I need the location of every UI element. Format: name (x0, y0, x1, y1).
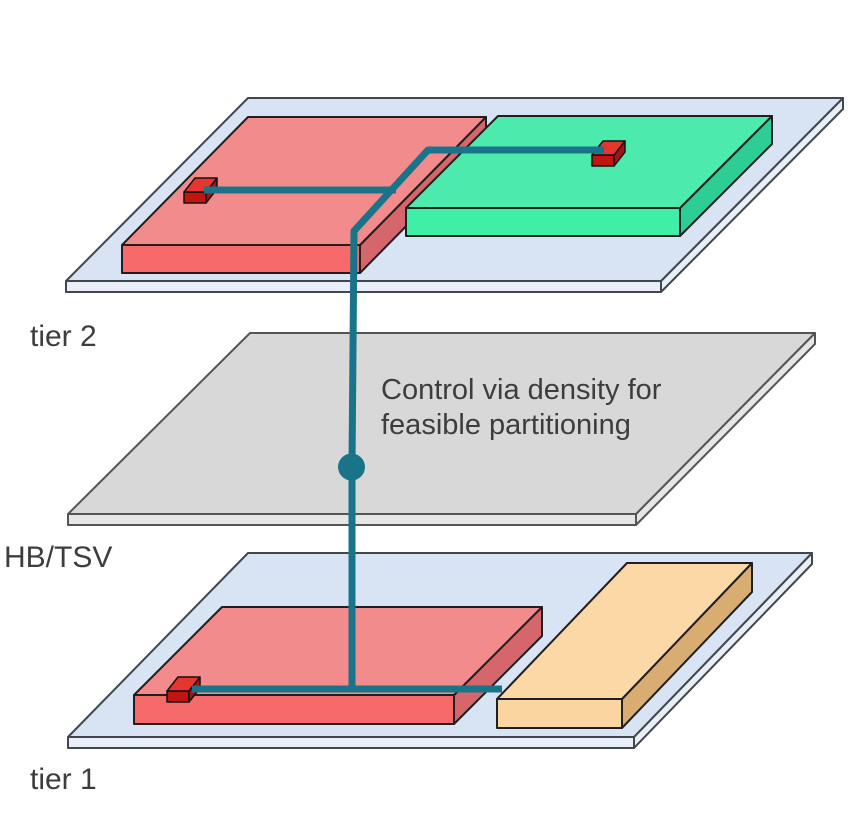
tier2-red-block-front-face (121, 244, 361, 274)
tier1-substrate-front-edge (67, 736, 635, 749)
tier2-label: tier 2 (30, 320, 97, 353)
tier1-orange-block-front-face (496, 698, 623, 729)
tier2-green-block-top-face (405, 115, 773, 209)
pin-top-face (166, 676, 201, 692)
hbtsv-label: HB/TSV (4, 541, 113, 574)
hbtsv-plane-top-face (67, 332, 816, 515)
tier1-red-block-top-face (133, 606, 543, 696)
tier2-substrate-front-edge (65, 280, 662, 293)
tier2-red-block-top-face (121, 116, 487, 246)
pin-front-face (183, 191, 207, 204)
tier2-green-block-front-face (405, 207, 681, 237)
hbtsv-layer (67, 332, 816, 526)
pin-front-face (166, 690, 190, 703)
tier1-red-block-pin (166, 676, 201, 703)
tier1-layer (67, 552, 813, 749)
pin-front-face (591, 154, 615, 167)
hbtsv-via-dot (338, 453, 365, 481)
tier2-layer (65, 97, 844, 293)
net-wires (192, 146, 604, 693)
tier2-red-block-pin (183, 177, 218, 204)
tier2-to-tier1-vertical-net (348, 146, 604, 689)
tier1-label: tier 1 (30, 763, 97, 796)
tier1-orange-block-top-face (496, 562, 753, 700)
annotation-line-2: feasible partitioning (381, 409, 631, 441)
annotation-line-1: Control via density for (381, 374, 662, 406)
density-control-annotation: Control via density for feasible partiti… (381, 373, 661, 443)
